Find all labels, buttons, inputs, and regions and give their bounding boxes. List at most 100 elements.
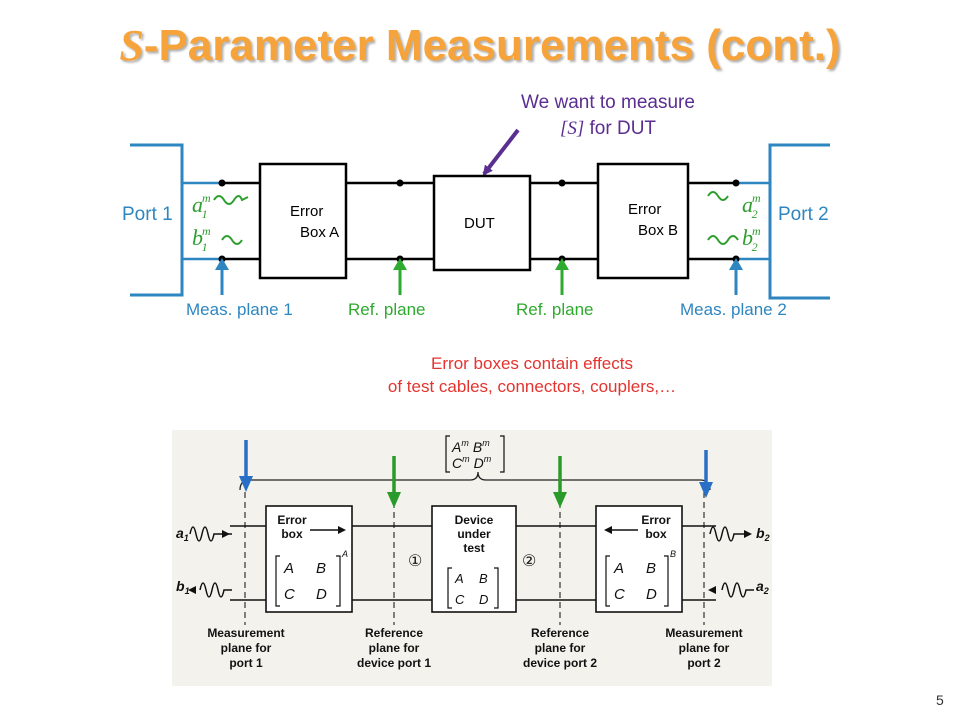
page-number: 5: [936, 692, 944, 708]
bottom-a2-label: a2: [756, 578, 769, 596]
bottom-b2-wave: [709, 526, 744, 542]
svg-text:D: D: [479, 592, 488, 607]
svg-text:A: A: [283, 560, 294, 577]
svg-text:D: D: [316, 586, 327, 603]
meas-plane-2-arrowhead: [729, 258, 743, 270]
error-box-b-line2: Box B: [638, 222, 678, 239]
svg-text:B: B: [670, 549, 676, 559]
callout-arrow: [482, 128, 520, 176]
ref-plane-left-arrowhead: [393, 258, 407, 270]
title-symbol: S: [119, 21, 144, 70]
note-line1: Error boxes contain effects: [431, 354, 633, 373]
dut-box: [432, 174, 532, 272]
caption-meas1-3: port 1: [229, 656, 263, 670]
bottom-a1-arrowhead: [222, 530, 230, 538]
callout-s-matrix: [S]: [559, 118, 585, 139]
caption-meas1-1: Measurement: [207, 626, 284, 640]
wave-b2-squiggle: [707, 235, 739, 245]
callout-line2: [S] for DUT: [478, 116, 738, 142]
caption-meas1-2: plane for: [221, 641, 272, 655]
bottom-a2-wave: [721, 582, 754, 598]
callout-line2-rest: for DUT: [584, 118, 657, 139]
caption-ref1-1: Reference: [365, 626, 423, 640]
error-box-a: [258, 162, 348, 280]
bottom-dut-box: [431, 505, 517, 613]
caption-ref1-2: plane for: [369, 641, 420, 655]
svg-text:B: B: [479, 571, 488, 586]
dut-box-label-1: Device: [455, 513, 494, 527]
right-box-label-2: box: [645, 527, 667, 541]
circle-2-label: ②: [522, 553, 536, 570]
meas-plane-2-overlay-arrowhead: [699, 482, 713, 498]
bottom-a1-label: a1: [176, 525, 189, 543]
bottom-a2-arrowhead: [708, 586, 716, 594]
caption-ref1-3: device port 1: [357, 656, 431, 670]
error-box-a-line2: Box A: [300, 224, 339, 241]
svg-text:C: C: [455, 592, 465, 607]
caption-ref2-2: plane for: [535, 641, 586, 655]
ref-plane-right-arrowhead: [555, 258, 569, 270]
bottom-error-box-left: [265, 505, 353, 613]
dut-box-matrix: A B C D: [447, 567, 499, 609]
dut-label: DUT: [464, 215, 495, 232]
left-box-matrix: A B C D A: [275, 549, 348, 607]
bottom-b2-label: b2: [756, 525, 770, 543]
port1-bracket: [130, 143, 184, 297]
bottom-b2-arrowhead: [744, 530, 752, 538]
svg-text:C: C: [614, 586, 625, 603]
ref-plane-1-overlay-arrowhead: [387, 492, 401, 508]
wave-a1-squiggle: [213, 195, 249, 205]
caption-ref2-1: Reference: [531, 626, 589, 640]
wave-a2-squiggle: [707, 191, 729, 201]
circle-1-label: ①: [408, 553, 422, 570]
error-box-b-line1: Error: [628, 201, 661, 218]
wave-b1-squiggle: [221, 235, 243, 245]
dut-box-label-3: test: [463, 541, 484, 555]
bottom-b1-arrowhead: [188, 586, 196, 594]
svg-text:A: A: [613, 560, 624, 577]
port1-label: Port 1: [122, 204, 173, 225]
caption-meas2-1: Measurement: [665, 626, 742, 640]
left-box-label-1: Error: [277, 513, 307, 527]
dut-callout: We want to measure [S] for DUT: [478, 90, 738, 142]
error-box-b: [596, 162, 690, 280]
caption-ref2-3: device port 2: [523, 656, 597, 670]
svg-text:A: A: [341, 549, 348, 559]
svg-text:B: B: [316, 560, 326, 577]
dut-box-label-2: under: [457, 527, 491, 541]
svg-text:C: C: [284, 586, 295, 603]
bottom-b1-wave: [199, 582, 232, 598]
ref-plane-2-overlay-arrowhead: [553, 492, 567, 508]
left-box-label-2: box: [281, 527, 303, 541]
right-box-label-1: Error: [641, 513, 671, 527]
meas-plane-1-label: Meas. plane 1: [186, 300, 293, 319]
right-box-arrowhead: [604, 526, 612, 534]
svg-text:D: D: [646, 586, 657, 603]
error-box-note: Error boxes contain effects of test cabl…: [0, 352, 960, 398]
caption-meas2-3: port 2: [687, 656, 721, 670]
right-box-matrix: A B C D B: [605, 549, 676, 607]
svg-text:A: A: [454, 571, 464, 586]
slide-title: S-Parameter Measurements (cont.): [0, 20, 960, 71]
meas-plane-2-label: Meas. plane 2: [680, 300, 787, 319]
note-line2: of test cables, connectors, couplers,…: [387, 377, 677, 396]
port2-bracket: [768, 143, 830, 300]
meas-plane-1-overlay-arrowhead: [239, 476, 253, 492]
svg-text:B: B: [646, 560, 656, 577]
port2-label: Port 2: [778, 204, 829, 225]
error-box-a-line1: Error: [290, 203, 323, 220]
callout-line1: We want to measure: [521, 92, 695, 113]
top-block-diagram: Error Box A DUT Error Box B Port 1 Port …: [122, 128, 830, 319]
caption-meas2-2: plane for: [679, 641, 730, 655]
title-text: -Parameter Measurements (cont.): [143, 21, 841, 70]
meas-plane-1-arrowhead: [215, 258, 229, 270]
left-box-arrowhead: [338, 526, 346, 534]
